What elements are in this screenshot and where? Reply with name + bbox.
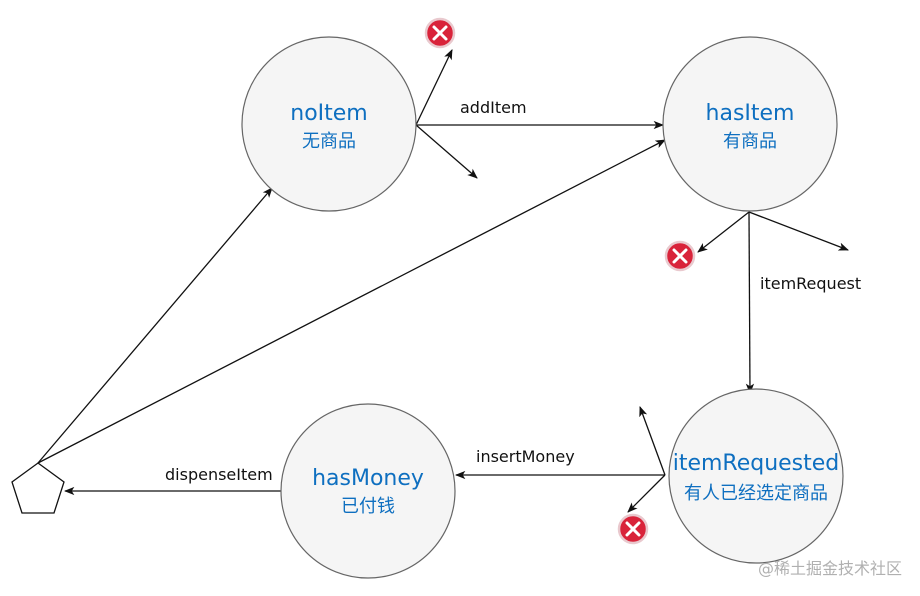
state-item-requested: itemRequested 有人已经选定商品	[668, 388, 844, 564]
state-sub: 有人已经选定商品	[684, 483, 828, 504]
state-sub: 有商品	[723, 131, 777, 152]
watermark: @稀土掘金技术社区	[758, 559, 902, 578]
state-name: noItem	[290, 101, 367, 126]
state-name: itemRequested	[673, 451, 840, 476]
state-name: hasItem	[706, 101, 795, 126]
label-item-request: itemRequest	[760, 274, 861, 293]
edge-itemrequested-up	[639, 406, 666, 476]
reject-x-icon	[664, 240, 696, 272]
pentagon-terminal-icon	[11, 462, 65, 514]
state-no-item: noItem 无商品	[241, 36, 417, 212]
state-has-item: hasItem 有商品	[662, 36, 838, 212]
edge-terminal-hasitem	[37, 139, 666, 464]
state-circle	[280, 403, 456, 579]
label-insert-money: insertMoney	[476, 447, 575, 466]
label-add-item: addItem	[460, 98, 527, 117]
edge-noitem-down	[415, 124, 478, 179]
edge-hasitem-right	[748, 211, 849, 251]
label-dispense-item: dispenseItem	[165, 465, 273, 484]
edge-itemrequested-reject	[627, 474, 666, 513]
edge-hasitem-reject	[697, 211, 750, 253]
reject-x-icon	[617, 513, 649, 545]
reject-x-icon	[424, 17, 456, 49]
edges	[37, 49, 849, 513]
edge-item-request	[745, 211, 755, 395]
state-circle	[668, 388, 844, 564]
state-circle	[662, 36, 838, 212]
edge-terminal-noitem	[37, 187, 273, 464]
state-sub: 已付钱	[341, 496, 395, 517]
state-circle	[241, 36, 417, 212]
state-has-money: hasMoney 已付钱	[280, 403, 456, 579]
edge-noitem-reject	[415, 49, 453, 126]
state-name: hasMoney	[312, 466, 424, 491]
state-sub: 无商品	[302, 131, 356, 152]
